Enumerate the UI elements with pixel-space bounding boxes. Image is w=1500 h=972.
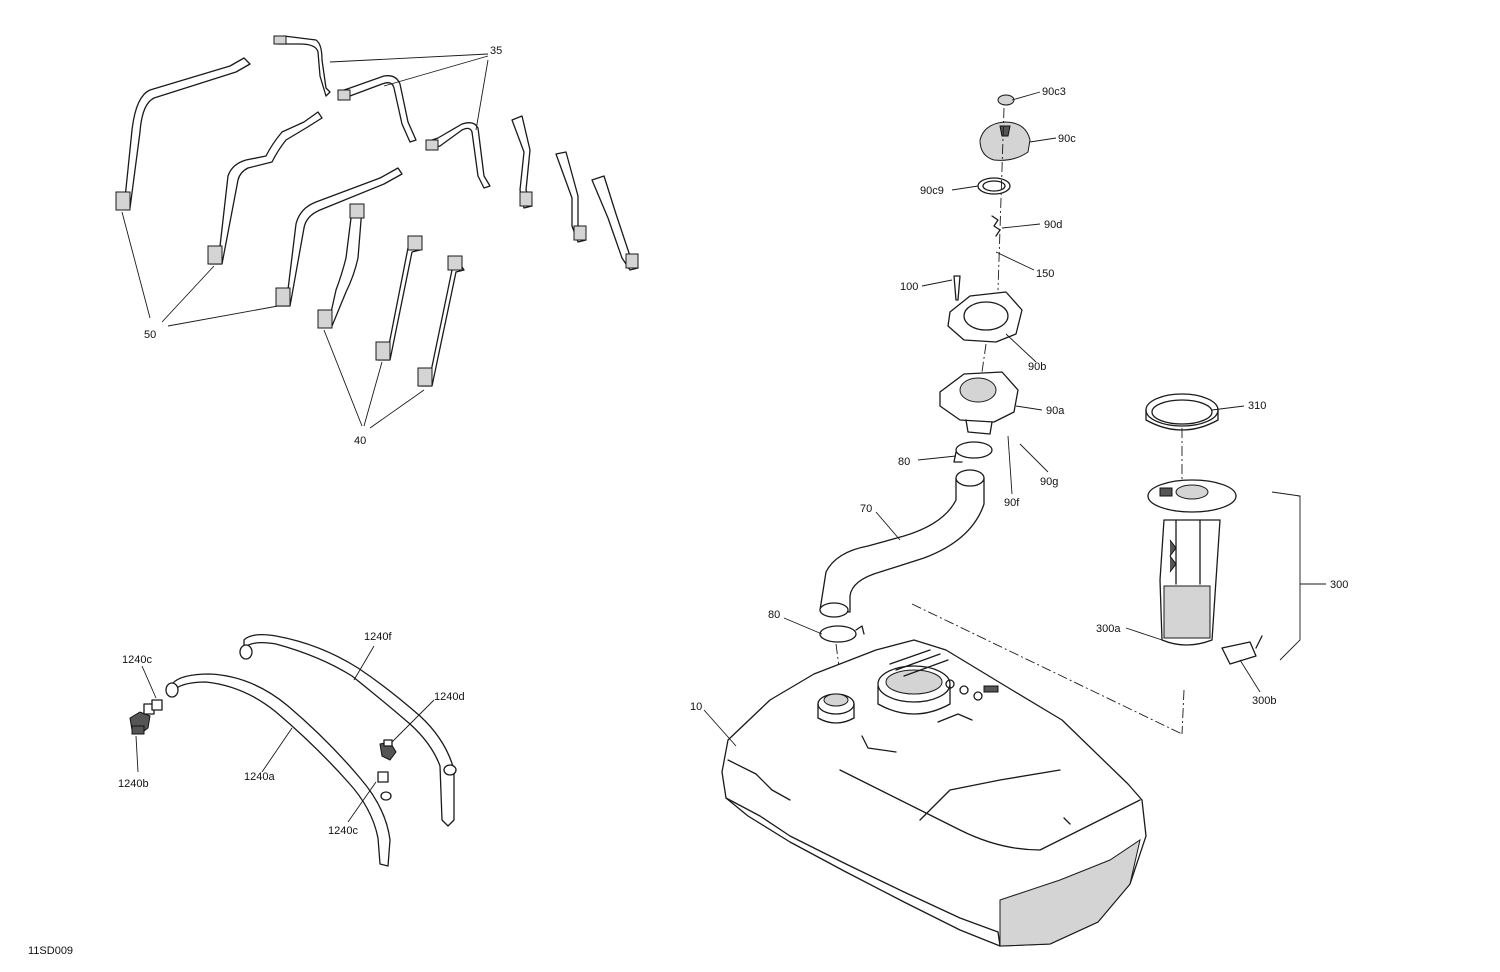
tank-decal-marks — [861, 649, 1071, 825]
callout-70: 70 — [860, 503, 872, 515]
clamp-1240c-bot — [377, 771, 389, 783]
callout-90c: 90c — [1058, 133, 1076, 145]
strap-short-b-tip — [573, 225, 587, 241]
strap-35-a — [274, 35, 331, 97]
strap-40-c-tip-bot — [417, 367, 433, 387]
cap-insert-90c3 — [997, 94, 1015, 106]
hose-1240a — [171, 673, 391, 867]
strap-40-c-tip-top — [447, 255, 463, 271]
pump-leaders — [1125, 405, 1326, 693]
fuel-line-leaders — [135, 645, 435, 823]
fuel-tank-10 — [721, 639, 1147, 947]
assembly-axes — [835, 107, 1185, 735]
callout-1240c-bottom: 1240c — [328, 825, 358, 837]
fuel-level-sender-300b — [1221, 641, 1257, 665]
callout-90c3: 90c3 — [1042, 86, 1066, 98]
callout-90b: 90b — [1028, 361, 1046, 373]
lock-ring-310 — [1145, 393, 1219, 427]
hose-1240f-end — [239, 644, 253, 660]
callout-310: 310 — [1248, 400, 1266, 412]
callout-1240d: 1240d — [434, 691, 465, 703]
strap-40-b-tip-top — [407, 235, 423, 251]
fuel-pump-assembly — [1145, 393, 1263, 665]
hose-1240f — [243, 634, 455, 827]
hose-clamp-80-top — [955, 441, 993, 459]
strap-40-b-tip-bot — [375, 341, 391, 361]
strap-50-c — [277, 167, 403, 307]
tank-leaders — [703, 709, 737, 747]
hose-1240f-end2 — [443, 764, 457, 776]
hose-clamp-80-bottom — [819, 625, 857, 643]
filler-neck-assembly — [819, 94, 1031, 643]
strap-40-a-tip-bot — [317, 309, 333, 329]
callout-1240a: 1240a — [244, 771, 275, 783]
callout-100: 100 — [900, 281, 918, 293]
fuel-line-group — [129, 634, 457, 867]
strap-35-b-tip — [337, 89, 351, 101]
clamp-1240c-top — [151, 699, 163, 711]
callout-90f: 90f — [1004, 497, 1020, 509]
tank-body — [721, 639, 1147, 947]
callout-labels: 35 50 40 90c3 90c 90c9 90d 150 100 90b 9… — [28, 45, 1348, 957]
callout-90d: 90d — [1044, 219, 1062, 231]
strap-35-c — [425, 122, 491, 189]
strap-50-b-tip — [207, 245, 223, 265]
filler-leaders — [783, 91, 1057, 635]
callout-90g: 90g — [1040, 476, 1058, 488]
strap-50-a-tip — [115, 191, 131, 211]
strap-50-b — [209, 111, 323, 265]
filler-hose-70-body — [819, 477, 985, 613]
strap-50-c-tip — [275, 287, 291, 307]
callout-50: 50 — [144, 329, 156, 341]
screw-100 — [953, 275, 961, 301]
strap-35-c-tip — [425, 139, 439, 151]
strap-group — [115, 35, 639, 387]
callout-90a: 90a — [1046, 405, 1065, 417]
callout-1240b: 1240b — [118, 778, 149, 790]
spring-clip-90d — [991, 215, 1001, 237]
callout-150: 150 — [1036, 268, 1054, 280]
strap-35-b — [337, 75, 417, 143]
callout-40: 40 — [354, 435, 366, 447]
fitting-1240d — [379, 739, 397, 761]
strap-leaders — [121, 53, 489, 429]
gasket-plate-90b — [947, 291, 1023, 343]
strap-short-a-tip — [519, 191, 533, 207]
fuel-cap-90c — [979, 121, 1031, 161]
strap-40-a — [319, 207, 363, 327]
strap-50-a — [117, 57, 251, 209]
hose-1240a-end2 — [380, 791, 392, 801]
callout-300b: 300b — [1252, 695, 1276, 707]
callout-1240f: 1240f — [364, 631, 392, 643]
hose-1240a-end — [165, 682, 179, 698]
callout-1240c-top: 1240c — [122, 654, 152, 666]
callout-300a: 300a — [1096, 623, 1121, 635]
fitting-1240b — [129, 703, 155, 735]
callout-10: 10 — [690, 701, 702, 713]
strap-35-a-tip — [273, 35, 287, 45]
callout-80-upper: 80 — [898, 456, 910, 468]
figure-id: 11SD009 — [28, 945, 73, 957]
callout-300: 300 — [1330, 579, 1348, 591]
strap-short-c-tip — [625, 253, 639, 269]
callout-35: 35 — [490, 45, 502, 57]
callout-80-lower: 80 — [768, 609, 780, 621]
strap-40-a-tip-top — [349, 203, 365, 219]
callout-90c9: 90c9 — [920, 185, 944, 197]
